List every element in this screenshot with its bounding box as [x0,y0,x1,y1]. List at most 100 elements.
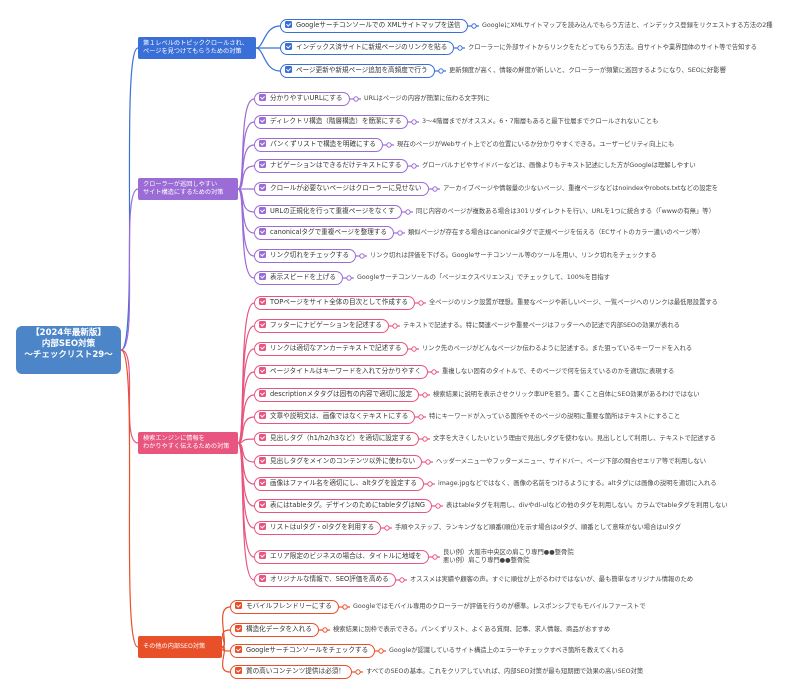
root-title-line: 〜チェックリスト29〜 [24,350,113,360]
checkbox-checked-icon[interactable] [259,117,266,124]
description-line: すべてのSEOの基本。これをクリアしていれば、内部SEO対策が最も短期間で効果の… [366,668,644,675]
checklist-item[interactable]: エリア限定のビジネスの場合は、タイトルに地域を [254,550,429,564]
checklist-item-description: アーカイブページや情報量の少ないページ、重複ページなどはnoindexやrobo… [443,185,718,193]
checklist-item[interactable]: オリジナルな情報で、SEO評価を高める [254,573,396,587]
checkbox-checked-icon[interactable] [259,273,266,280]
checklist-item-label: リンクは適切なアンカーテキストで記述する [270,344,402,352]
checklist-item[interactable]: TOPページをサイト全体の目次として作成する [254,296,416,310]
checklist-item-label: クロールが必要ないページはクローラーに見せない [270,184,422,192]
checkbox-checked-icon[interactable] [259,251,266,258]
description-line: 悪い例）肩こり専門●●整骨院 [443,557,530,564]
checkbox-checked-icon[interactable] [259,457,266,464]
connector-dot [425,459,431,465]
checklist-item[interactable]: URLの正規化を行って重複ページをなくす [254,205,402,219]
checkbox-checked-icon[interactable] [259,321,266,328]
checklist-item[interactable]: ディレクトリ構造（階層構造）を簡潔にする [254,115,409,129]
connector-dot [431,369,437,375]
checklist-item[interactable]: 構造化データを入れる [230,623,319,637]
checklist-item[interactable]: 見出しタグをメインのコンテンツ以外に使わない [254,455,423,469]
checklist-item[interactable]: リンクは適切なアンカーテキストで記述する [254,342,409,356]
description-line: グローバルナビやサイドバーなどは、画像よりもテキスト記述にした方がGoogleは… [422,162,696,169]
checklist-item-label: エリア限定のビジネスの場合は、タイトルに地域を [270,552,422,560]
checklist-item[interactable]: 質の高いコンテンツ提供は必須！ [230,665,352,679]
checkbox-checked-icon[interactable] [259,434,266,441]
description-line: テキストで記述する。特に関連ページや重要ページはフッターへの記述で内部SEOの効… [403,322,680,329]
checklist-item[interactable]: 表示スピードを上げる [254,271,343,285]
checklist-item[interactable]: ページ更新や新規ページ追加を高頻度で行う [280,64,435,78]
checkbox-checked-icon[interactable] [259,298,266,305]
description-line: 3〜4階層までがオススメ。6・7階層もあると最下位層までクロールされないことも [422,118,659,125]
checklist-item[interactable]: 見出しタグ（h1/h2/h3など）を適切に設定する [254,432,419,446]
checkbox-checked-icon[interactable] [235,625,242,632]
checkbox-checked-icon[interactable] [259,479,266,486]
checkbox-checked-icon[interactable] [259,228,266,235]
branch-child-link [237,98,255,190]
checklist-item[interactable]: descriptionメタタグは固有の内容で適切に設定 [254,388,420,402]
checklist-item[interactable]: ナビゲーションはできるだけテキストにする [254,159,409,173]
checkbox-checked-icon[interactable] [259,412,266,419]
checklist-item-label: 表にはtableタグ。デザインのためにtableタグはNG [270,501,426,509]
checkbox-checked-icon[interactable] [259,523,266,530]
checkbox-checked-icon[interactable] [259,161,266,168]
checkbox-checked-icon[interactable] [259,207,266,214]
checkbox-checked-icon[interactable] [285,43,292,50]
checklist-item[interactable]: フッターにナビゲーションを記述する [254,319,389,333]
checklist-item-label: インデックス済サイトに新規ページのリンクを貼る [296,43,448,51]
checkbox-checked-icon[interactable] [259,501,266,508]
checklist-item[interactable]: 文章や説明文は、画像ではなくテキストにする [254,410,416,424]
connector-dot [384,525,390,531]
branch-node[interactable]: 検索エンジンに情報をわかりやすく伝えるための対策 [138,432,238,454]
checkbox-checked-icon[interactable] [259,390,266,397]
branch-title-line: サイト構造にするための対策 [143,189,224,196]
checkbox-checked-icon[interactable] [235,646,242,653]
branch-node[interactable]: 第１レベルのトピッククロールされ、ページを見つけてもらうための対策 [138,37,256,59]
checkbox-checked-icon[interactable] [235,667,242,674]
checklist-item[interactable]: リストはulタグ・olタグを利用する [254,521,382,535]
checkbox-checked-icon[interactable] [259,94,266,101]
checkbox-checked-icon[interactable] [259,140,266,147]
checklist-item[interactable]: リンク切れをチェックする [254,249,357,263]
checklist-item[interactable]: パンくずリストで構造を明確にする [254,138,383,152]
checkbox-checked-icon[interactable] [285,21,292,28]
branch-child-link [221,646,231,673]
checkbox-checked-icon[interactable] [259,552,266,559]
checklist-item[interactable]: Googleサーチコンソールでの XMLサイトマップを送信 [280,19,468,33]
connector-dot [359,253,365,259]
checklist-item-label: リンク切れをチェックする [270,251,350,259]
description-line: 類似ページが存在する場合はcanonicalタグで正規ページを伝える（ECサイト… [408,229,704,236]
checklist-item[interactable]: インデックス済サイトに新規ページのリンクを貼る [280,41,455,55]
checkbox-checked-icon[interactable] [259,344,266,351]
checklist-item[interactable]: Googleサーチコンソールをチェックする [230,644,376,658]
checklist-item[interactable]: 画像はファイル名を適切にし、altタグを設定する [254,477,424,491]
checklist-item[interactable]: モバイルフレンドリーにする [230,600,339,614]
checklist-item-label: 表示スピードを上げる [270,273,336,281]
checklist-item-label: リストはulタグ・olタグを利用する [270,523,375,531]
checklist-item[interactable]: ページタイトルはキーワードを入れて分かりやすく [254,365,429,379]
checklist-item-description: 手順やステップ、ランキングなど順番(順位)を示す場合はolタグ、順番として意味が… [395,524,681,532]
branch-child-link [221,629,231,648]
checkbox-checked-icon[interactable] [235,602,242,609]
checkbox-checked-icon[interactable] [259,367,266,374]
checklist-item[interactable]: 表にはtableタグ。デザインのためにtableタグはNG [254,499,433,513]
branch-node[interactable]: クローラーが巡回しやすいサイト構造にするための対策 [138,178,238,200]
description-line: Googleが認識しているサイト構造上のエラーやチェックすべき箇所を教えてくれる [389,647,625,654]
checklist-item-description: 検索結果に説明を表示させクリック率UPを狙う。書くこと自体にSEO効果があるわけ… [433,391,700,399]
root-node[interactable]: 【2024年最新版】 内部SEO対策 〜チェックリスト29〜 [16,326,121,374]
checkbox-checked-icon[interactable] [259,575,266,582]
checklist-item-description: 検索結果に別枠で表示できる。パンくずリスト、よくある質問、記事、求人情報、商品が… [333,626,610,634]
checklist-item-label: 分かりやすいURLにする [270,94,343,102]
branch-title-line: クローラーが巡回しやすい [143,181,218,188]
connector-dot [422,392,428,398]
branch-title-line: その他の内部SEO対策 [143,643,206,650]
checklist-item-label: オリジナルな情報で、SEO評価を高める [270,575,389,583]
checklist-item[interactable]: クロールが必要ないページはクローラーに見せない [254,182,429,196]
description-line: 表はtableタグを利用し、divやdl-ulなどの他のタグを利用しない。カラム… [446,502,728,509]
checklist-item[interactable]: 分かりやすいURLにする [254,92,350,106]
checkbox-checked-icon[interactable] [285,66,292,73]
description-line: Googleではモバイル専用のクローラーが評価を行うのが標準。レスポンシブでもモ… [353,603,646,610]
checklist-item[interactable]: canonicalタグで重複ページを整理する [254,226,394,240]
checkbox-checked-icon[interactable] [259,184,266,191]
checklist-item-description: 文字を大きくしたいという理由で見出しタグを使わない。見出しとして利用し、テキスト… [433,435,716,443]
description-line: クローラーに外部サイトからリンクをたどってもらう方法。自サイトや業界団体のサイト… [468,44,758,51]
branch-node[interactable]: その他の内部SEO対策 [138,636,222,658]
